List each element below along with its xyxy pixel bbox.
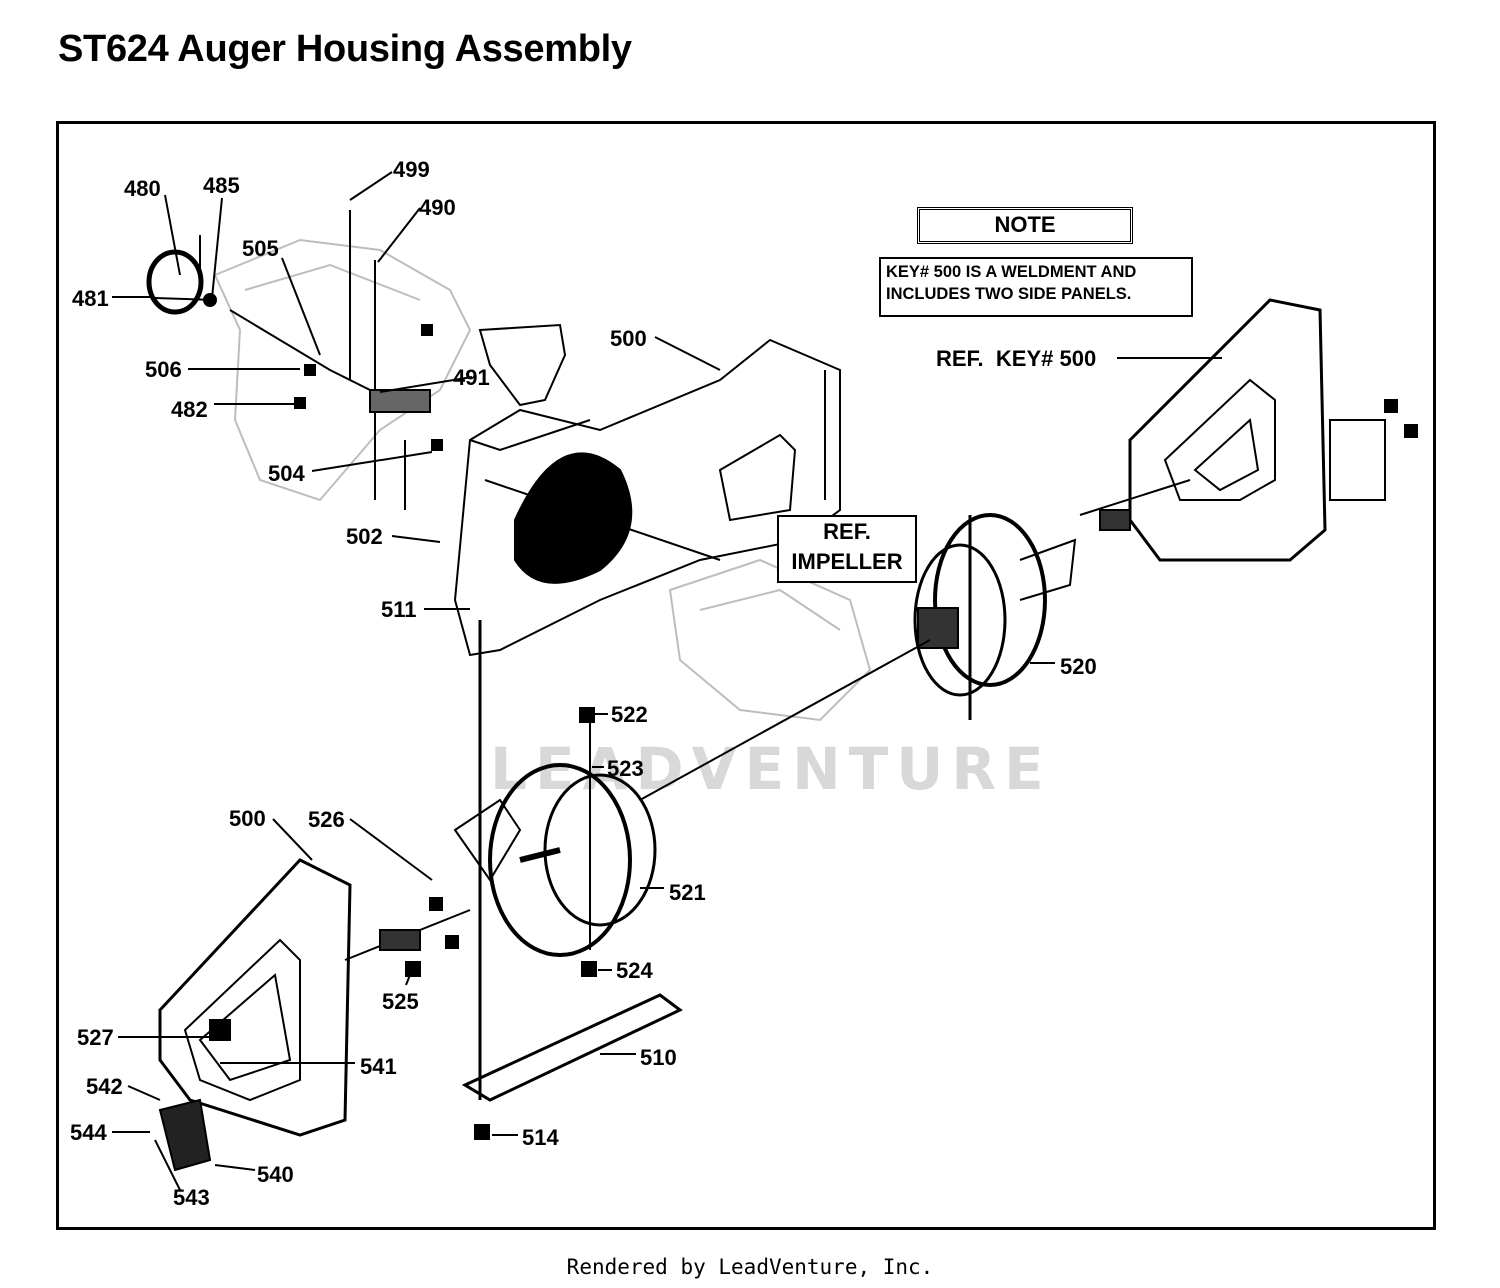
part-label-505: 505 [242,236,279,261]
part-label-480: 480 [124,176,161,201]
part-label-541: 541 [360,1054,397,1079]
footer-credit: Rendered by LeadVenture, Inc. [566,1255,934,1279]
note-body: KEY# 500 IS A WELDMENT AND INCLUDES TWO … [879,257,1193,317]
part-label-522: 522 [611,702,648,727]
diagram-frame [56,121,1436,1230]
side-panel-left [158,858,471,1172]
part-label-506: 506 [145,357,182,382]
part-label-504: 504 [268,461,305,486]
note-heading: NOTE [917,207,1133,244]
nut-524 [581,961,597,977]
bolt-522 [579,707,595,723]
part-label-481: 481 [72,286,109,311]
part-label-540: 540 [257,1162,294,1187]
part-label-490: 490 [419,195,456,220]
impeller-housing [453,620,657,1100]
part-label-491: 491 [453,365,490,390]
part-label-527: 527 [77,1025,114,1050]
part-label-525: 525 [382,989,419,1014]
part-label-510: 510 [640,1045,677,1070]
ref-impeller-line-1: REF. [823,519,871,544]
part-label-526: 526 [308,807,345,832]
note-line-1: KEY# 500 IS A WELDMENT AND [886,263,1137,281]
page-title: ST624 Auger Housing Assembly [58,28,632,70]
handle-assembly [146,235,431,413]
part-label-543: 543 [173,1185,210,1210]
auger-wheel-right [913,513,1077,720]
ref-impeller-line-2: IMPELLER [791,549,903,574]
auger-housing-upper [349,210,841,657]
part-label-544: 544 [70,1120,107,1145]
part-label-523: 523 [607,756,644,781]
part-label-521: 521 [669,880,706,905]
part-label-511: 511 [381,597,417,622]
leader-lines [112,171,1222,1191]
part-label-499: 499 [393,157,430,182]
auger-shaft [639,639,931,801]
ref-impeller-box: REF. IMPELLER [777,515,917,583]
part-label-542: 542 [86,1074,123,1099]
scraper-bar [461,993,683,1140]
ref-key-label: REF. KEY# 500 [936,346,1097,371]
part-labels: 480 485 499 490 505 481 506 491 482 504 … [70,157,1097,1210]
part-label-524: 524 [616,958,653,983]
part-label-485: 485 [203,173,240,198]
part-label-500-lower: 500 [229,806,266,831]
note-line-2: INCLUDES TWO SIDE PANELS. [886,285,1132,303]
side-panel-right [1079,298,1418,562]
part-label-502: 502 [346,524,383,549]
part-label-500-upper: 500 [610,326,647,351]
part-label-482: 482 [171,397,208,422]
part-label-514: 514 [522,1125,559,1150]
part-label-520: 520 [1060,654,1097,679]
